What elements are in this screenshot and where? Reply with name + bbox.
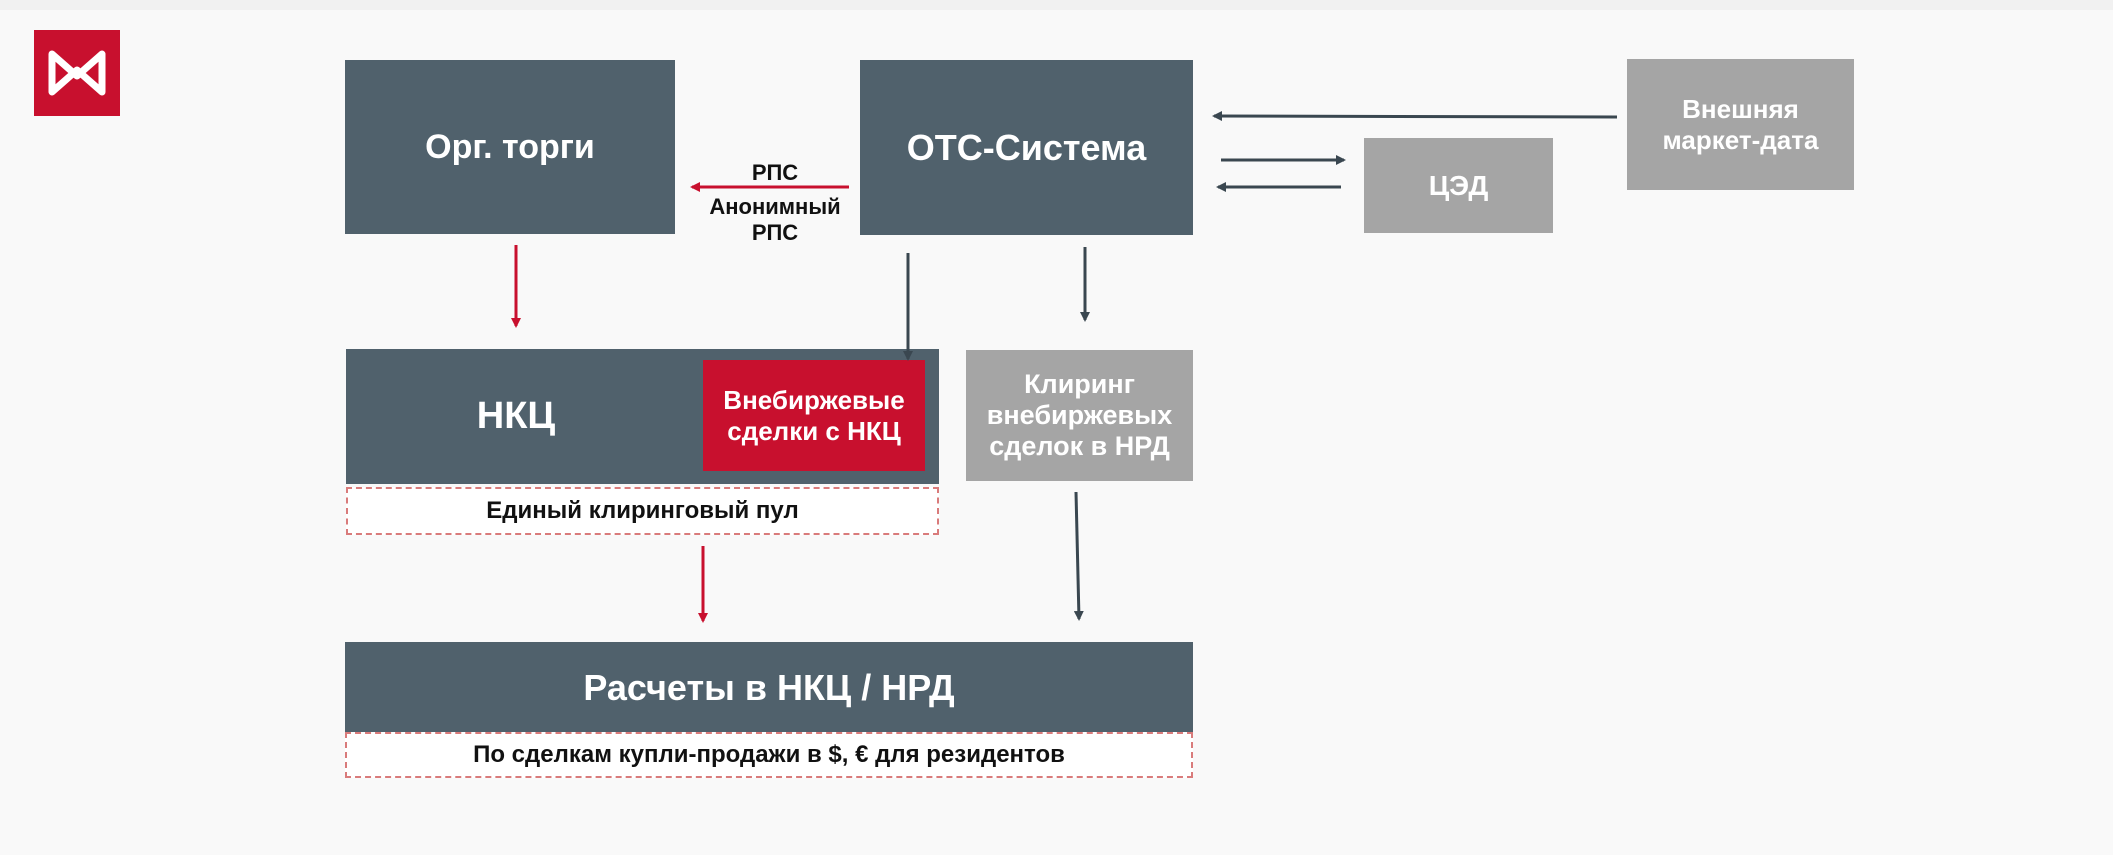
org-trading-box: Орг. торги [345,60,675,234]
edge-label-anon-rps: Анонимный РПС [709,194,841,245]
unified-clearing-pool-label: Единый клиринговый пул [486,497,799,524]
ced-box: ЦЭД [1364,138,1553,233]
otc-deals-nkc-label: Внебиржевые сделки с НКЦ [723,384,905,446]
arrow-clearing-nrd-to-settlements [1073,491,1084,621]
settlements-box: Расчеты в НКЦ / НРД [345,642,1193,733]
settlements-note: По сделкам купли-продажи в $, € для рези… [345,732,1193,778]
external-market-data-label: Внешняя маркет-дата [1662,93,1819,155]
otc-deals-nkc-box: Внебиржевые сделки с НКЦ [703,360,925,471]
clearing-nrd-box: Клиринг внебиржевых сделок в НРД [966,350,1193,481]
clearing-nrd-label: Клиринг внебиржевых сделок в НРД [986,369,1173,461]
otc-system-box: ОТС-Система [860,60,1193,235]
org-trading-label: Орг. торги [425,127,595,166]
edge-label-rps: РПС [751,160,799,185]
arrow-market-data-to-otc [1212,111,1618,122]
ced-label: ЦЭД [1428,169,1489,201]
settlements-note-label: По сделкам купли-продажи в $, € для рези… [473,741,1065,768]
otc-system-label: ОТС-Система [906,126,1147,168]
moex-logo-icon [34,30,120,116]
top-band [0,0,2113,10]
nkc-label: НКЦ [476,395,556,437]
settlements-label: Расчеты в НКЦ / НРД [583,666,955,708]
external-market-data-box: Внешняя маркет-дата [1627,59,1854,190]
unified-clearing-pool: Единый клиринговый пул [346,487,939,535]
